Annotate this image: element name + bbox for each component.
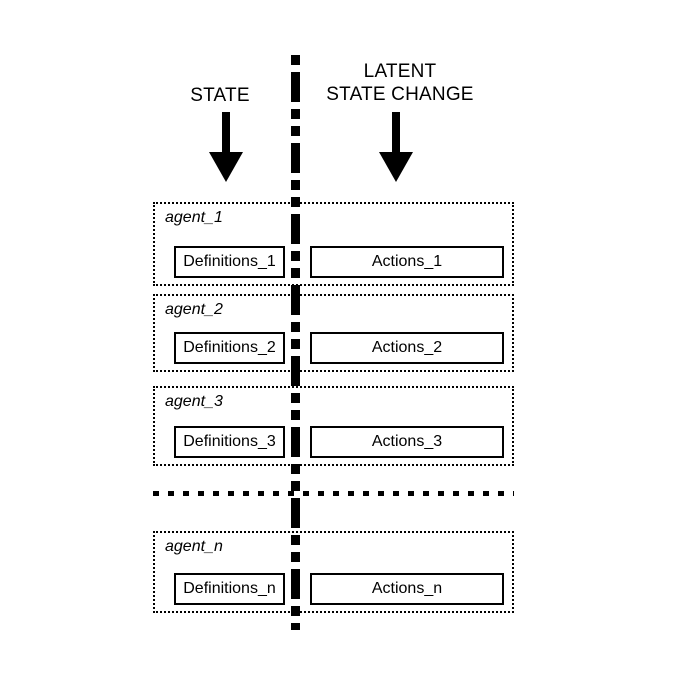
definitions-box: Definitions_n <box>174 573 285 605</box>
latent-state-change-down-arrow-icon <box>379 112 413 182</box>
actions-box: Actions_3 <box>310 426 504 458</box>
agent-label: agent_1 <box>165 209 223 226</box>
state-column-label: STATE <box>190 85 250 106</box>
actions-box: Actions_n <box>310 573 504 605</box>
agent-label: agent_2 <box>165 301 223 318</box>
state-down-arrow-icon <box>209 112 243 182</box>
vertical-dash-dot-divider-icon <box>291 55 300 630</box>
agent-label: agent_n <box>165 538 223 555</box>
definitions-box: Definitions_2 <box>174 332 285 364</box>
actions-box: Actions_1 <box>310 246 504 278</box>
latent-state-change-column-label: LATENT STATE CHANGE <box>326 61 474 105</box>
agents-ellipsis-separator-icon <box>153 491 514 496</box>
definitions-box: Definitions_1 <box>174 246 285 278</box>
actions-box: Actions_2 <box>310 332 504 364</box>
definitions-box: Definitions_3 <box>174 426 285 458</box>
agent-label: agent_3 <box>165 393 223 410</box>
